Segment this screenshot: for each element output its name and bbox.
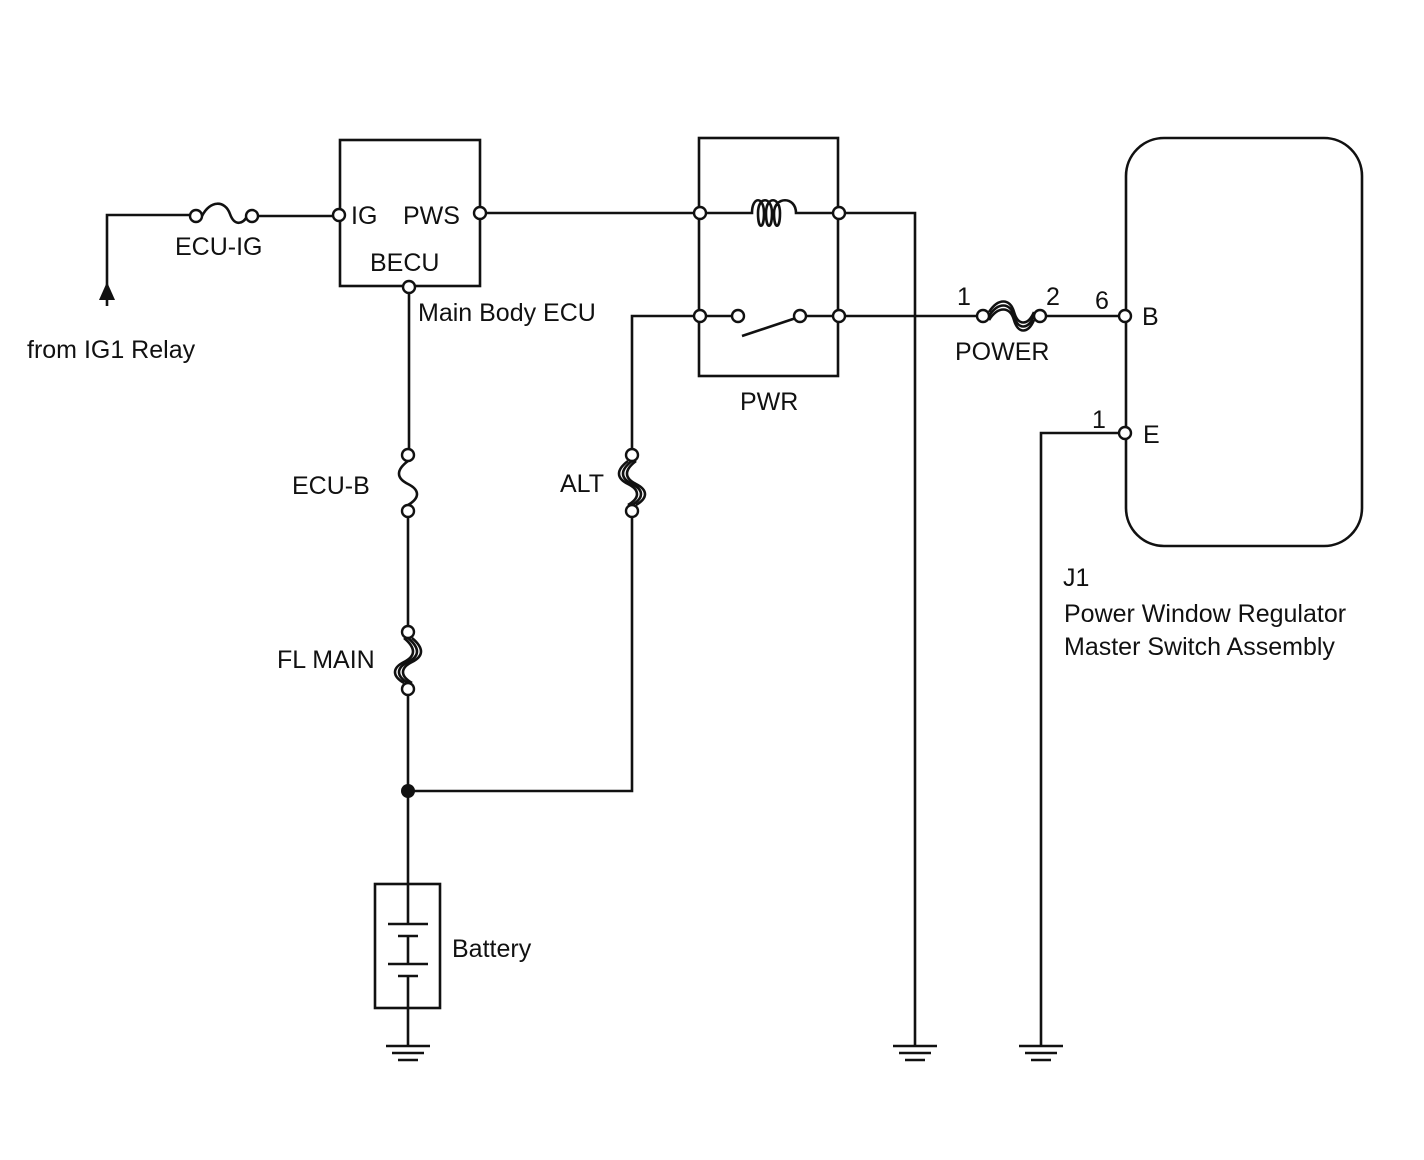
fuse-power: 1 2 POWER (955, 283, 1060, 366)
j1-pin-b-label: B (1142, 303, 1159, 331)
j1-pin-b-number: 6 (1095, 287, 1109, 315)
wire-junction-to-alt (408, 517, 634, 793)
ecu-pin-becu-label: BECU (370, 249, 439, 277)
fuse-ecu-b: ECU-B (292, 447, 419, 519)
fuse-ecu-ig: ECU-IG (175, 202, 333, 261)
pwr-relay: PWR (692, 136, 847, 416)
fuse-ecu-b-label: ECU-B (292, 472, 370, 500)
ground-icon (1019, 1044, 1063, 1062)
relay-switch-icon (741, 316, 797, 338)
wire-j1-e-to-ground (1039, 431, 1119, 1045)
ground-icon (893, 1044, 937, 1062)
source-arrow-icon (99, 282, 115, 300)
main-body-ecu: IG PWS BECU Main Body ECU (331, 138, 596, 327)
power-fuse-pin-2-label: 2 (1046, 283, 1060, 311)
j1-name-line2: Master Switch Assembly (1064, 633, 1335, 661)
source-label: from IG1 Relay (27, 336, 196, 364)
j1-pin-e-label: E (1143, 421, 1160, 449)
wire-coil-to-ground (845, 211, 917, 1045)
ig1-relay-source: from IG1 Relay (27, 213, 196, 364)
fuse-fl-main: FL MAIN (277, 624, 423, 697)
battery-cell-icon (388, 884, 428, 1008)
relay-coil-icon (706, 198, 833, 228)
ecu-pin-ig-label: IG (351, 202, 377, 230)
relay-name-label: PWR (740, 388, 798, 416)
j1-name-line1: Power Window Regulator (1064, 600, 1346, 628)
j1-pin-e-number: 1 (1092, 406, 1106, 434)
battery: Battery (373, 882, 532, 1010)
ground-icon (386, 1044, 430, 1062)
j1-code-label: J1 (1063, 564, 1089, 592)
fuse-alt-label: ALT (560, 470, 604, 498)
power-fuse-pin-1-label: 1 (957, 283, 971, 311)
battery-label: Battery (452, 935, 532, 963)
fuse-alt: ALT (560, 447, 647, 519)
ecu-name-label: Main Body ECU (418, 299, 596, 327)
ecu-pin-pws-label: PWS (403, 202, 460, 230)
wire-alt-to-relay (630, 314, 694, 449)
fuse-power-label: POWER (955, 338, 1049, 366)
fuse-fl-main-label: FL MAIN (277, 646, 375, 674)
fuse-ecu-ig-label: ECU-IG (175, 233, 263, 261)
j1-switch-assembly: 6 B 1 E J1 Power Window Regulator Master… (1063, 136, 1364, 661)
